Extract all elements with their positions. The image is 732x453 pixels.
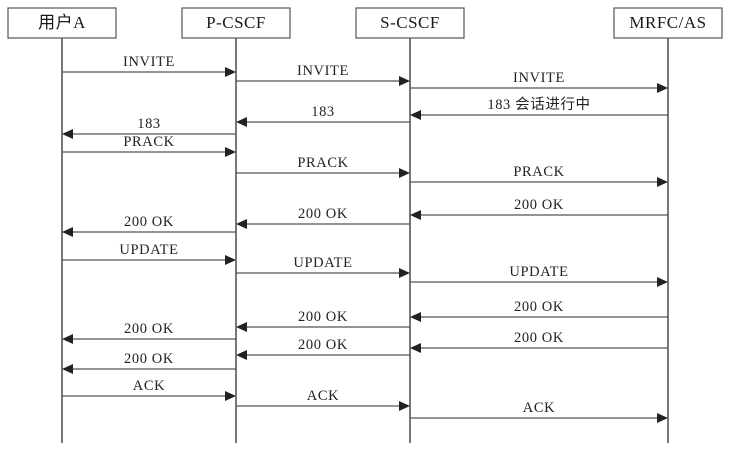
message-scscf-to-mrfc-2[interactable]: INVITE bbox=[410, 70, 668, 93]
message-label: 200 OK bbox=[124, 214, 174, 230]
message-scscf-to-mrfc-14[interactable]: UPDATE bbox=[410, 264, 668, 287]
message-mrfc-to-scscf-3[interactable]: 183 会话进行中 bbox=[410, 96, 668, 120]
message-arrowhead-icon bbox=[62, 227, 73, 237]
message-arrowhead-icon bbox=[410, 343, 421, 353]
message-label: 200 OK bbox=[514, 299, 564, 315]
message-label: 200 OK bbox=[514, 330, 564, 346]
message-label: ACK bbox=[523, 400, 555, 416]
message-ua-to-pcscf-21[interactable]: ACK bbox=[62, 378, 236, 401]
message-arrowhead-icon bbox=[657, 177, 668, 187]
message-label: 200 OK bbox=[514, 197, 564, 213]
message-arrowhead-icon bbox=[399, 168, 410, 178]
message-mrfc-to-scscf-18[interactable]: 200 OK bbox=[410, 330, 668, 353]
message-arrowhead-icon bbox=[225, 255, 236, 265]
message-label: ACK bbox=[133, 378, 165, 394]
message-arrowhead-icon bbox=[62, 364, 73, 374]
message-label: 200 OK bbox=[298, 206, 348, 222]
message-arrowhead-icon bbox=[399, 268, 410, 278]
message-arrowhead-icon bbox=[236, 322, 247, 332]
message-pcscf-to-ua-20[interactable]: 200 OK bbox=[62, 351, 236, 374]
message-label: 183 bbox=[311, 104, 335, 120]
message-pcscf-to-scscf-7[interactable]: PRACK bbox=[236, 155, 410, 178]
message-pcscf-to-ua-11[interactable]: 200 OK bbox=[62, 214, 236, 237]
lifelines-layer bbox=[61, 38, 669, 443]
message-arrowhead-icon bbox=[410, 312, 421, 322]
message-ua-to-pcscf-12[interactable]: UPDATE bbox=[62, 242, 236, 265]
message-pcscf-to-ua-5[interactable]: 183 bbox=[62, 116, 236, 139]
actor-label-mrfc: MRFC/AS bbox=[629, 13, 706, 32]
message-label: UPDATE bbox=[509, 264, 568, 280]
message-arrowhead-icon bbox=[236, 219, 247, 229]
message-label: 200 OK bbox=[298, 309, 348, 325]
actor-box-pcscf[interactable]: P-CSCF bbox=[181, 7, 291, 39]
message-arrowhead-icon bbox=[410, 110, 421, 120]
message-label: UPDATE bbox=[119, 242, 178, 258]
message-label: ACK bbox=[307, 388, 339, 404]
message-arrowhead-icon bbox=[236, 350, 247, 360]
actor-box-rect-mrfc bbox=[613, 7, 723, 39]
message-arrowhead-icon bbox=[225, 67, 236, 77]
actor-box-rect-pcscf bbox=[181, 7, 291, 39]
message-scscf-to-pcscf-4[interactable]: 183 bbox=[236, 104, 410, 127]
message-ua-to-pcscf-6[interactable]: PRACK bbox=[62, 134, 236, 157]
message-label: 200 OK bbox=[298, 337, 348, 353]
message-arrowhead-icon bbox=[399, 401, 410, 411]
message-label: UPDATE bbox=[293, 255, 352, 271]
actor-label-ua: 用户A bbox=[38, 13, 86, 32]
message-scscf-to-pcscf-10[interactable]: 200 OK bbox=[236, 206, 410, 229]
message-label: PRACK bbox=[513, 164, 564, 180]
message-pcscf-to-scscf-13[interactable]: UPDATE bbox=[236, 255, 410, 278]
message-arrowhead-icon bbox=[62, 129, 73, 139]
message-arrowhead-icon bbox=[225, 147, 236, 157]
actor-box-rect-scscf bbox=[355, 7, 465, 39]
message-scscf-to-pcscf-19[interactable]: 200 OK bbox=[236, 337, 410, 360]
message-label: 183 bbox=[137, 116, 161, 132]
message-arrowhead-icon bbox=[62, 334, 73, 344]
message-label: PRACK bbox=[297, 155, 348, 171]
actor-box-mrfc[interactable]: MRFC/AS bbox=[613, 7, 723, 39]
actor-box-rect-ua bbox=[7, 7, 117, 39]
message-label: INVITE bbox=[123, 54, 175, 70]
message-pcscf-to-scscf-1[interactable]: INVITE bbox=[236, 63, 410, 86]
message-scscf-to-mrfc-8[interactable]: PRACK bbox=[410, 164, 668, 187]
message-label: 200 OK bbox=[124, 351, 174, 367]
actor-box-scscf[interactable]: S-CSCF bbox=[355, 7, 465, 39]
message-arrowhead-icon bbox=[657, 413, 668, 423]
message-scscf-to-pcscf-16[interactable]: 200 OK bbox=[236, 309, 410, 332]
message-arrowhead-icon bbox=[225, 391, 236, 401]
message-pcscf-to-ua-17[interactable]: 200 OK bbox=[62, 321, 236, 344]
message-mrfc-to-scscf-15[interactable]: 200 OK bbox=[410, 299, 668, 322]
message-pcscf-to-scscf-22[interactable]: ACK bbox=[236, 388, 410, 411]
message-label: PRACK bbox=[123, 134, 174, 150]
message-label: 183 会话进行中 bbox=[487, 96, 590, 113]
message-label: INVITE bbox=[297, 63, 349, 79]
message-label: 200 OK bbox=[124, 321, 174, 337]
actor-label-scscf: S-CSCF bbox=[380, 13, 440, 32]
message-arrowhead-icon bbox=[410, 210, 421, 220]
message-scscf-to-mrfc-23[interactable]: ACK bbox=[410, 400, 668, 423]
message-mrfc-to-scscf-9[interactable]: 200 OK bbox=[410, 197, 668, 220]
message-ua-to-pcscf-0[interactable]: INVITE bbox=[62, 54, 236, 77]
message-arrowhead-icon bbox=[657, 277, 668, 287]
message-arrowhead-icon bbox=[657, 83, 668, 93]
message-label: INVITE bbox=[513, 70, 565, 86]
actor-box-ua[interactable]: 用户A bbox=[7, 7, 117, 39]
message-arrowhead-icon bbox=[236, 117, 247, 127]
message-arrowhead-icon bbox=[399, 76, 410, 86]
actors-layer: 用户A P-CSCF S-CSCF MRFC/AS bbox=[7, 7, 723, 39]
actor-label-pcscf: P-CSCF bbox=[206, 13, 266, 32]
